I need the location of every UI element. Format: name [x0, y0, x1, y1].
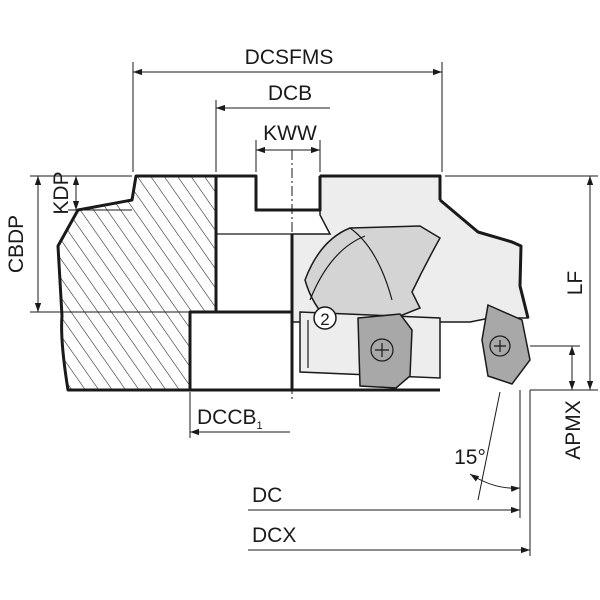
insert-position-marker-icon: 2 [313, 306, 337, 330]
apmx-label: APMX [562, 400, 585, 460]
insert-marker-text: 2 [320, 310, 329, 329]
cbdp-label: CBDP [5, 215, 28, 273]
angle-label: 15° [454, 446, 486, 469]
cutter-body-section [56, 150, 440, 400]
kdp-label: KDP [50, 171, 73, 214]
dimension-lines [30, 62, 598, 556]
dccb-main: DCCB [197, 406, 257, 429]
dcsfms-label: DCSFMS [245, 46, 334, 69]
dccb-label: DCCB1 [197, 406, 263, 432]
lf-label: LF [564, 271, 587, 296]
cutter-body-side-view [291, 174, 531, 389]
dcb-label: DCB [268, 82, 312, 105]
section-outline [56, 174, 440, 392]
kww-label: KWW [263, 122, 317, 145]
chip-pocket [304, 225, 442, 323]
center-insert [357, 313, 413, 389]
dccb-subscript: 1 [257, 420, 263, 432]
dcx-label: DCX [252, 524, 296, 547]
dc-label: DC [252, 484, 282, 507]
right-insert [481, 303, 531, 385]
